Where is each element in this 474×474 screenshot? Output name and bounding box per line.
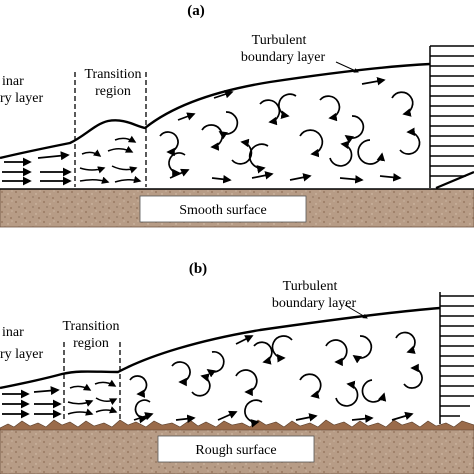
panel-a-label: (a): [187, 3, 205, 19]
panel-b-label: (b): [189, 261, 207, 277]
panel-b-surface-label-box: [157, 435, 315, 463]
panel-b-surface-label: Rough surface: [195, 443, 276, 458]
panel-a-laminar-flow-arrows: [2, 151, 72, 186]
panel-a-surface-label-box: [139, 195, 307, 223]
panel-a-surface-label: Smooth surface: [179, 203, 266, 218]
panel-b-turbulent-label-pointer: [344, 304, 368, 319]
panel-a-transition-label-line2: region: [95, 84, 131, 99]
panel-a-turbulent-eddies: [159, 77, 421, 184]
panel-a-turbulent-label-line1: Turbulent: [252, 33, 307, 48]
panel-b-laminar-label-line1: inar: [2, 325, 24, 340]
panel-b-velocity-profile: [439, 292, 474, 424]
panel-b-roughness-elements: [0, 419, 474, 431]
panel-b-turbulent-label-line2: boundary layer: [272, 296, 357, 311]
panel-b: (b) Rough surface inar ry layer Transiti…: [0, 261, 474, 474]
panel-b-transition-flow-arrows: [67, 379, 118, 416]
panel-b-laminar-flow-arrows: [2, 386, 62, 419]
panel-b-transition-label-line2: region: [73, 336, 109, 351]
panel-a-boundary-layer-edge: [0, 62, 431, 160]
panel-a-velocity-profile: [429, 45, 474, 190]
panel-a-turbulent-label-line2: boundary layer: [241, 50, 326, 65]
panel-a: (a) Smooth surface inar ry layer Transit…: [0, 3, 474, 228]
panel-b-boundary-layer-edge: [0, 306, 441, 390]
panel-a-laminar-label-line2: ry layer: [0, 91, 43, 106]
panel-b-turbulent-eddies: [129, 331, 423, 428]
panel-a-turbulent-label-pointer: [335, 61, 359, 73]
panel-b-transition-label-line1: Transition: [62, 319, 119, 334]
panel-b-laminar-label-line2: ry layer: [0, 347, 43, 362]
panel-a-transition-flow-arrows: [79, 135, 142, 184]
panel-b-turbulent-label-line1: Turbulent: [283, 279, 338, 294]
panel-a-laminar-label-line1: inar: [2, 74, 24, 89]
panel-a-transition-label-line1: Transition: [84, 67, 141, 82]
